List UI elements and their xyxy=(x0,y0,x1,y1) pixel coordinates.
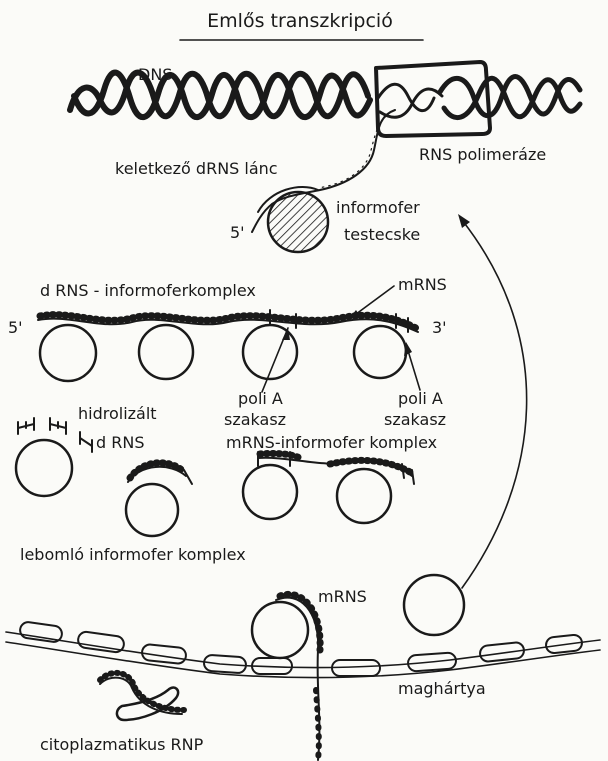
label-three-prime-mid: 3' xyxy=(432,318,447,337)
label-mrns-informofer-complex: mRNS-informofer komplex xyxy=(226,433,437,452)
recycle-arrow xyxy=(462,220,527,588)
label-cytoplasmic-rnp: citoplazmatikus RNP xyxy=(40,735,204,754)
label-polya-2-line1: poli A xyxy=(398,389,443,408)
degrading-particle-2 xyxy=(126,463,192,536)
label-drns-complex: d RNS - informoferkomplex xyxy=(40,281,256,300)
label-five-prime-mid: 5' xyxy=(8,318,23,337)
nuclear-membrane xyxy=(6,621,600,677)
drns-strand xyxy=(38,310,418,332)
label-hydrolized-line2: d RNS xyxy=(96,433,144,452)
label-mrns-bottom: mRNS xyxy=(318,587,367,606)
label-five-prime-top: 5' xyxy=(230,223,245,242)
label-nuclear-membrane: maghártya xyxy=(398,679,486,698)
label-rna-polymerase: RNS polimeráze xyxy=(419,145,546,164)
label-informofer-line2: testecske xyxy=(344,225,420,244)
label-mrns-top: mRNS xyxy=(398,275,447,294)
label-hydrolized-line1: hidrolizált xyxy=(78,404,157,423)
label-nascent-chain: keletkező dRNS lánc xyxy=(115,159,278,178)
label-polya-2-line2: szakasz xyxy=(384,410,446,429)
recycle-arrowhead xyxy=(458,214,470,228)
label-dns: DNS xyxy=(138,65,172,84)
mrns-informofer-complex xyxy=(243,452,414,523)
informofer-circle-1 xyxy=(40,325,96,381)
informofer-circle-2 xyxy=(139,325,193,379)
label-polya-1-line2: szakasz xyxy=(224,410,286,429)
free-informofer-circle xyxy=(404,575,464,635)
label-informofer-line1: informofer xyxy=(336,198,420,217)
cytoplasmic-rnp xyxy=(100,673,184,720)
informofer-particle xyxy=(258,187,328,252)
diagram-title: Emlős transzkripció xyxy=(207,10,393,32)
degrading-circle-1 xyxy=(16,440,72,496)
label-polya-1-line1: poli A xyxy=(238,389,283,408)
hydrolized-fragments xyxy=(18,418,92,452)
label-degrading-complex: lebomló informofer komplex xyxy=(20,545,246,564)
informofer-circle-4 xyxy=(354,326,406,378)
